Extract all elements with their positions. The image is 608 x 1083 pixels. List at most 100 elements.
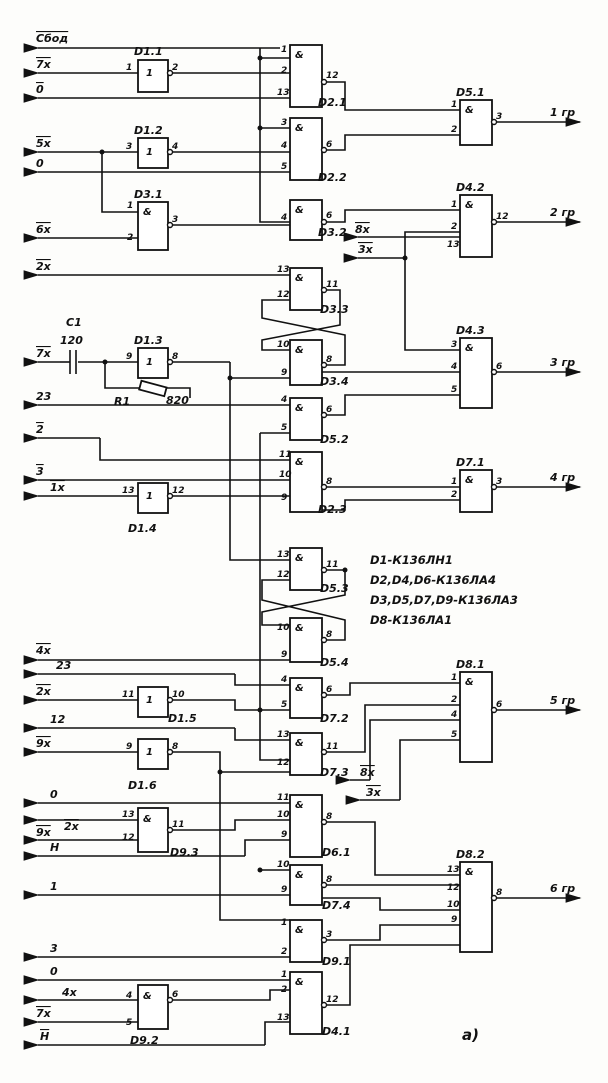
svg-text:5: 5 [451,730,457,740]
svg-text:5: 5 [126,1018,132,1028]
svg-text:8: 8 [496,888,502,898]
svg-text:12: 12 [277,570,290,580]
svg-text:8: 8 [326,630,332,640]
svg-text:5: 5 [281,700,287,710]
input-2x: 2х [36,260,52,273]
label-d2-3: D2.3 [318,503,347,516]
svg-text:11: 11 [326,280,339,290]
gate-symbols: 1 1 & 1 1 1 1 & & & & & & & & & & & & & … [143,50,474,1002]
input-0d: 0 [50,965,58,978]
input-12: 12 [50,713,66,726]
sym: 1 [146,357,153,368]
input-3: 3 [36,465,44,478]
label-d4-2: D4.2 [456,181,485,194]
svg-text:1: 1 [451,673,457,683]
label-d7-2: D7.2 [320,712,349,725]
gate-d4-3 [459,337,493,409]
svg-text:6: 6 [496,362,502,372]
svg-text:2: 2 [281,66,287,76]
capacitor-c1 [60,350,77,374]
input-0b: 0 [36,157,44,170]
svg-text:12: 12 [172,486,185,496]
sym: & [295,457,304,468]
svg-text:2: 2 [451,125,457,135]
label-d8-1: D8.1 [456,658,485,671]
svg-text:13: 13 [447,865,460,875]
svg-text:10: 10 [277,810,290,820]
svg-text:13: 13 [277,730,290,740]
sym: & [295,683,304,694]
svg-text:1: 1 [281,970,287,980]
svg-text:8: 8 [326,875,332,885]
label-d3-4: D3.4 [320,375,349,388]
output-5gr: 5 гр [550,694,575,707]
svg-text:2: 2 [281,985,287,995]
sym: & [143,814,152,825]
output-2gr: 2 гр [550,206,575,219]
svg-text:3: 3 [126,142,132,152]
svg-text:8: 8 [326,812,332,822]
sym: & [295,553,304,564]
svg-text:1: 1 [126,63,132,73]
svg-text:3: 3 [281,118,287,128]
gate-d3-2 [289,199,323,241]
sym: & [295,738,304,749]
svg-text:6: 6 [326,685,332,695]
sym: & [143,207,152,218]
gate-d1-6 [137,738,169,770]
figure-label: а) [462,1026,479,1044]
svg-text:1: 1 [451,200,457,210]
label-d1-5: D1.5 [168,712,197,725]
svg-text:13: 13 [447,240,460,250]
sym: & [465,343,474,354]
gate-d7-1 [459,469,493,513]
gate-d4-1 [289,971,323,1035]
gate-labels: D1.1 D1.2 D3.1 D1.3 D1.4 D1.5 D1.6 D9.3 … [128,45,485,1047]
input-wires [23,43,290,1050]
sym: & [295,273,304,284]
sym: & [295,925,304,936]
svg-text:3: 3 [326,930,332,940]
label-d5-3: D5.3 [320,582,349,595]
label-d4-3: D4.3 [456,324,485,337]
svg-text:12: 12 [326,995,339,1005]
label-d5-2: D5.2 [320,433,349,446]
svg-text:6: 6 [496,700,502,710]
svg-text:10: 10 [279,470,292,480]
output-wires [335,117,582,903]
sym: & [295,870,304,881]
output-labels: 1 гр 2 гр 3 гр 4 гр 5 гр 6 гр [549,106,575,895]
sym: 1 [146,68,153,79]
svg-text:11: 11 [326,560,339,570]
label-d6-1: D6.1 [322,846,351,859]
component-notes: D1-К136ЛН1 D2,D4,D6-К136ЛА4 D3,D5,D7,D9-… [370,553,518,627]
svg-text:5: 5 [451,385,457,395]
input-2x-c: 2х [64,820,80,833]
label-d9-3: D9.3 [170,846,199,859]
svg-text:6: 6 [172,990,178,1000]
svg-text:9: 9 [126,352,132,362]
gate-d2-1 [289,44,323,108]
label-d9-1: D9.1 [322,955,351,968]
svg-text:9: 9 [281,493,287,503]
sym: 1 [146,695,153,706]
svg-text:9: 9 [281,368,287,378]
svg-text:2: 2 [172,63,178,73]
sym: & [295,205,304,216]
svg-text:1: 1 [281,45,287,55]
svg-text:1: 1 [127,201,133,211]
label-d2-1: D2.1 [318,96,347,109]
sym: & [465,475,474,486]
svg-text:4: 4 [280,675,287,685]
input-0c: 0 [50,788,58,801]
svg-text:2: 2 [451,490,457,500]
svg-text:13: 13 [277,88,290,98]
gate-d2-3 [289,451,323,513]
svg-text:6: 6 [326,140,332,150]
input-H-b: Н [40,1030,49,1043]
svg-text:4: 4 [450,710,457,720]
svg-text:9: 9 [281,885,287,895]
svg-text:1: 1 [281,918,287,928]
svg-text:13: 13 [277,265,290,275]
